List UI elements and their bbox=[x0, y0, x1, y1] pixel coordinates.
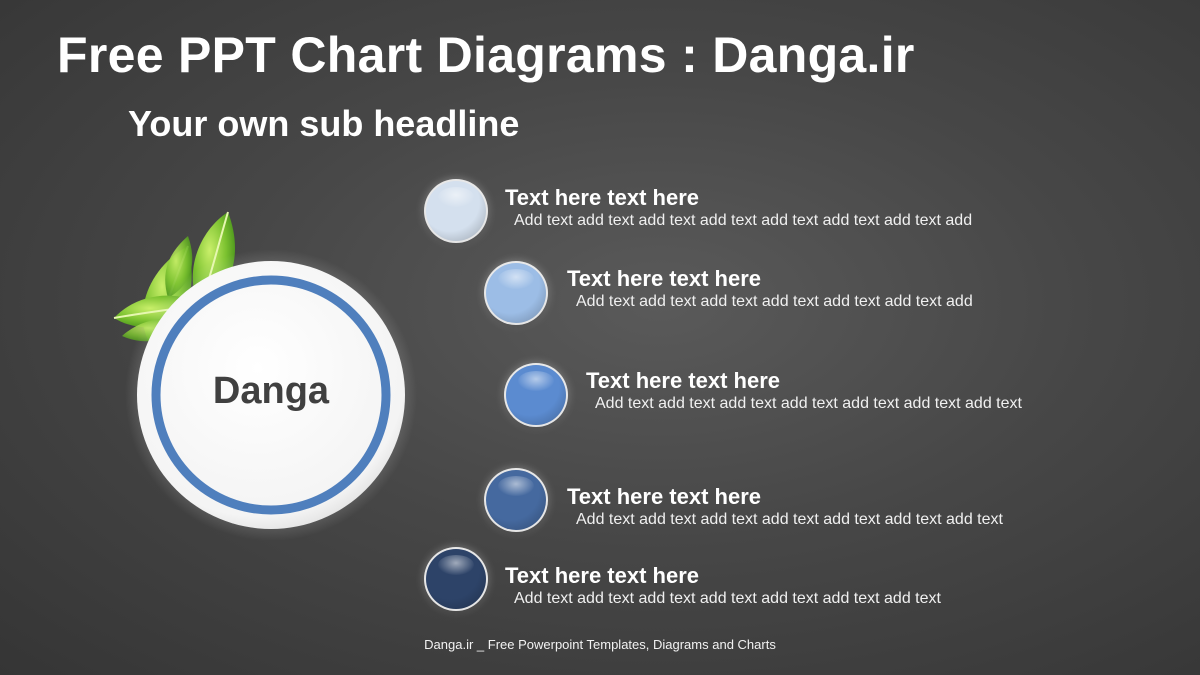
hub-ring bbox=[151, 275, 391, 515]
item-bubble bbox=[426, 181, 486, 241]
item-description: Add text add text add text add text add … bbox=[514, 590, 941, 607]
list-item: Text here text here Add text add text ad… bbox=[505, 185, 972, 231]
list-item: Text here text here Add text add text ad… bbox=[567, 484, 1003, 530]
item-bubble bbox=[426, 549, 486, 609]
item-heading: Text here text here bbox=[567, 266, 762, 291]
item-description: Add text add text add text add text add … bbox=[595, 395, 1022, 412]
item-bubble bbox=[486, 263, 546, 323]
item-heading: Text here text here bbox=[586, 368, 781, 393]
page-subtitle: Your own sub headline bbox=[128, 103, 520, 144]
item-description: Add text add text add text add text add … bbox=[576, 293, 973, 310]
item-description: Add text add text add text add text add … bbox=[514, 212, 973, 229]
item-bubble bbox=[506, 365, 566, 425]
item-bubble bbox=[486, 470, 546, 530]
hub-graphic bbox=[113, 211, 417, 541]
list-item: Text here text here Add text add text ad… bbox=[567, 266, 973, 312]
hub-label: Danga bbox=[212, 370, 330, 412]
list-item: Text here text here Add text add text ad… bbox=[505, 563, 941, 609]
item-heading: Text here text here bbox=[567, 484, 762, 509]
page-title: Free PPT Chart Diagrams : Danga.ir bbox=[57, 27, 915, 83]
item-description: Add text add text add text add text add … bbox=[576, 511, 1003, 528]
item-heading: Text here text here bbox=[505, 563, 700, 588]
item-heading: Text here text here bbox=[505, 185, 700, 210]
hub-disc bbox=[137, 261, 405, 529]
footer-text: Danga.ir _ Free Powerpoint Templates, Di… bbox=[424, 637, 776, 652]
list-item: Text here text here Add text add text ad… bbox=[586, 368, 1022, 414]
